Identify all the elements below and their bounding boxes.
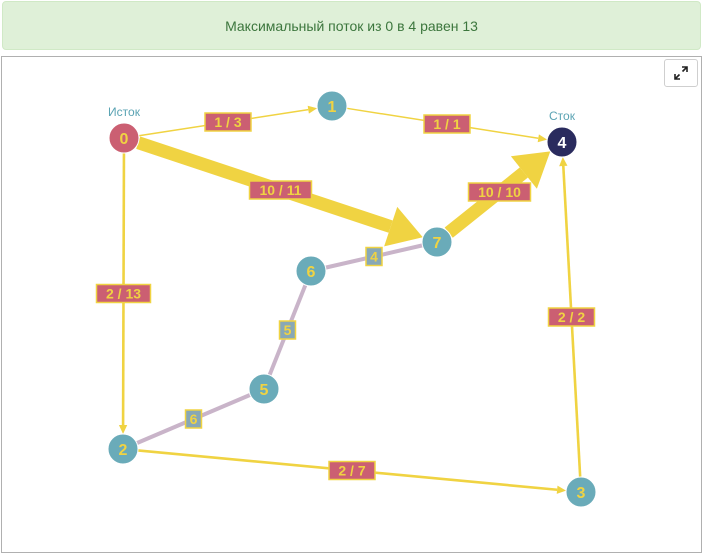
node-3-label: 3: [577, 485, 586, 502]
edges-layer: [118, 105, 582, 494]
node-1[interactable]: 1: [316, 90, 348, 122]
node-0[interactable]: 0: [108, 122, 140, 154]
node-6-circle: [295, 255, 327, 287]
node-4[interactable]: 4: [546, 126, 578, 158]
edge-1-4-label-box: [423, 114, 471, 134]
edge-6-7-label-text: 4: [370, 249, 378, 265]
edge-3-4-arrowhead: [559, 156, 568, 167]
edge-5-6-label-text: 5: [284, 322, 292, 338]
node-5-circle: [248, 373, 280, 405]
node-3[interactable]: 3: [565, 476, 597, 508]
node-2[interactable]: 2: [107, 433, 139, 465]
node-7[interactable]: 7: [421, 226, 453, 258]
edge-5-6-label: 5: [278, 320, 297, 340]
edge-0-1-label-text: 1 / 3: [214, 114, 241, 130]
max-flow-message: Максимальный поток из 0 в 4 равен 13: [225, 17, 478, 34]
node-4-circle: [546, 126, 578, 158]
edge-3-4-label-text: 2 / 2: [558, 309, 585, 325]
edge-0-2-label: 2 / 13: [95, 283, 152, 304]
node-6[interactable]: 6: [295, 255, 327, 287]
edge-0-2-label-text: 2 / 13: [106, 286, 141, 302]
node-6-label: 6: [307, 264, 316, 281]
edge-3-4-label: 2 / 2: [547, 307, 596, 327]
node-5[interactable]: 5: [248, 373, 280, 405]
node-7-label: 7: [433, 235, 442, 252]
node-1-label: 1: [328, 99, 337, 116]
edge-0-1-label-box: [204, 112, 252, 132]
graph-panel: 1 / 3 1 / 1 10 / 11 10 / 10 2 / 13 2 / 7 2 / 2…: [1, 56, 702, 553]
edge-0-7-label: 10 / 11: [248, 180, 313, 200]
sink-role-label: Сток: [549, 109, 576, 123]
edge-0-1-arrowhead: [307, 105, 318, 114]
expand-button[interactable]: [664, 59, 698, 87]
node-0-label: 0: [120, 131, 129, 148]
edge-7-4-label: 10 / 10: [467, 182, 532, 202]
edge-1-4-arrowhead: [537, 134, 548, 143]
expand-arrows-icon: [674, 66, 688, 80]
edge-0-1-label: 1 / 3: [204, 112, 252, 132]
max-flow-alert: Максимальный поток из 0 в 4 равен 13: [2, 1, 701, 50]
edge-7-4-line: [444, 167, 528, 238]
edge-0-7-label-text: 10 / 11: [259, 182, 301, 198]
edge-0-2-label-box: [95, 283, 152, 304]
edge-2-5-label: 6: [184, 409, 203, 429]
edge-1-4-label-text: 1 / 1: [433, 116, 460, 132]
edge-0-7-label-box: [248, 180, 313, 200]
edge-6-7-label: 4: [365, 246, 383, 267]
edge-2-3-label-box: [328, 460, 376, 481]
edge-2-3-label-text: 2 / 7: [338, 463, 365, 479]
node-5-label: 5: [260, 382, 269, 399]
edge-5-6-label-box: [278, 320, 297, 340]
edge-1-4-label: 1 / 1: [423, 114, 471, 134]
nodes-layer: 0 Исток 1 2 3 4 Сток 5 6 7: [107, 90, 597, 508]
edge-2-5-label-box: [184, 409, 203, 429]
edge-7-4-arrowhead: [510, 151, 551, 189]
edge-2-3-label: 2 / 7: [328, 460, 376, 481]
edge-0-2-arrowhead: [118, 424, 128, 435]
edge-2-3-arrowhead: [556, 485, 567, 494]
source-role-label: Исток: [108, 105, 141, 119]
edge-3-4-label-box: [547, 307, 596, 327]
node-4-label: 4: [558, 135, 567, 152]
edge-6-7-label-box: [365, 246, 383, 267]
node-2-circle: [107, 433, 139, 465]
edge-2-5-label-text: 6: [190, 411, 198, 427]
edge-labels-layer: 1 / 3 1 / 1 10 / 11 10 / 10 2 / 13 2 / 7 2 / 2…: [95, 112, 596, 481]
edge-7-4-label-text: 10 / 10: [478, 184, 521, 200]
node-0-circle: [108, 122, 140, 154]
node-7-circle: [421, 226, 453, 258]
flow-network-graph: 1 / 3 1 / 1 10 / 11 10 / 10 2 / 13 2 / 7 2 / 2…: [95, 90, 597, 508]
node-2-label: 2: [119, 442, 128, 459]
edge-0-7-arrowhead: [384, 206, 423, 247]
node-1-circle: [316, 90, 348, 122]
node-3-circle: [565, 476, 597, 508]
edge-7-4-label-box: [467, 182, 532, 202]
